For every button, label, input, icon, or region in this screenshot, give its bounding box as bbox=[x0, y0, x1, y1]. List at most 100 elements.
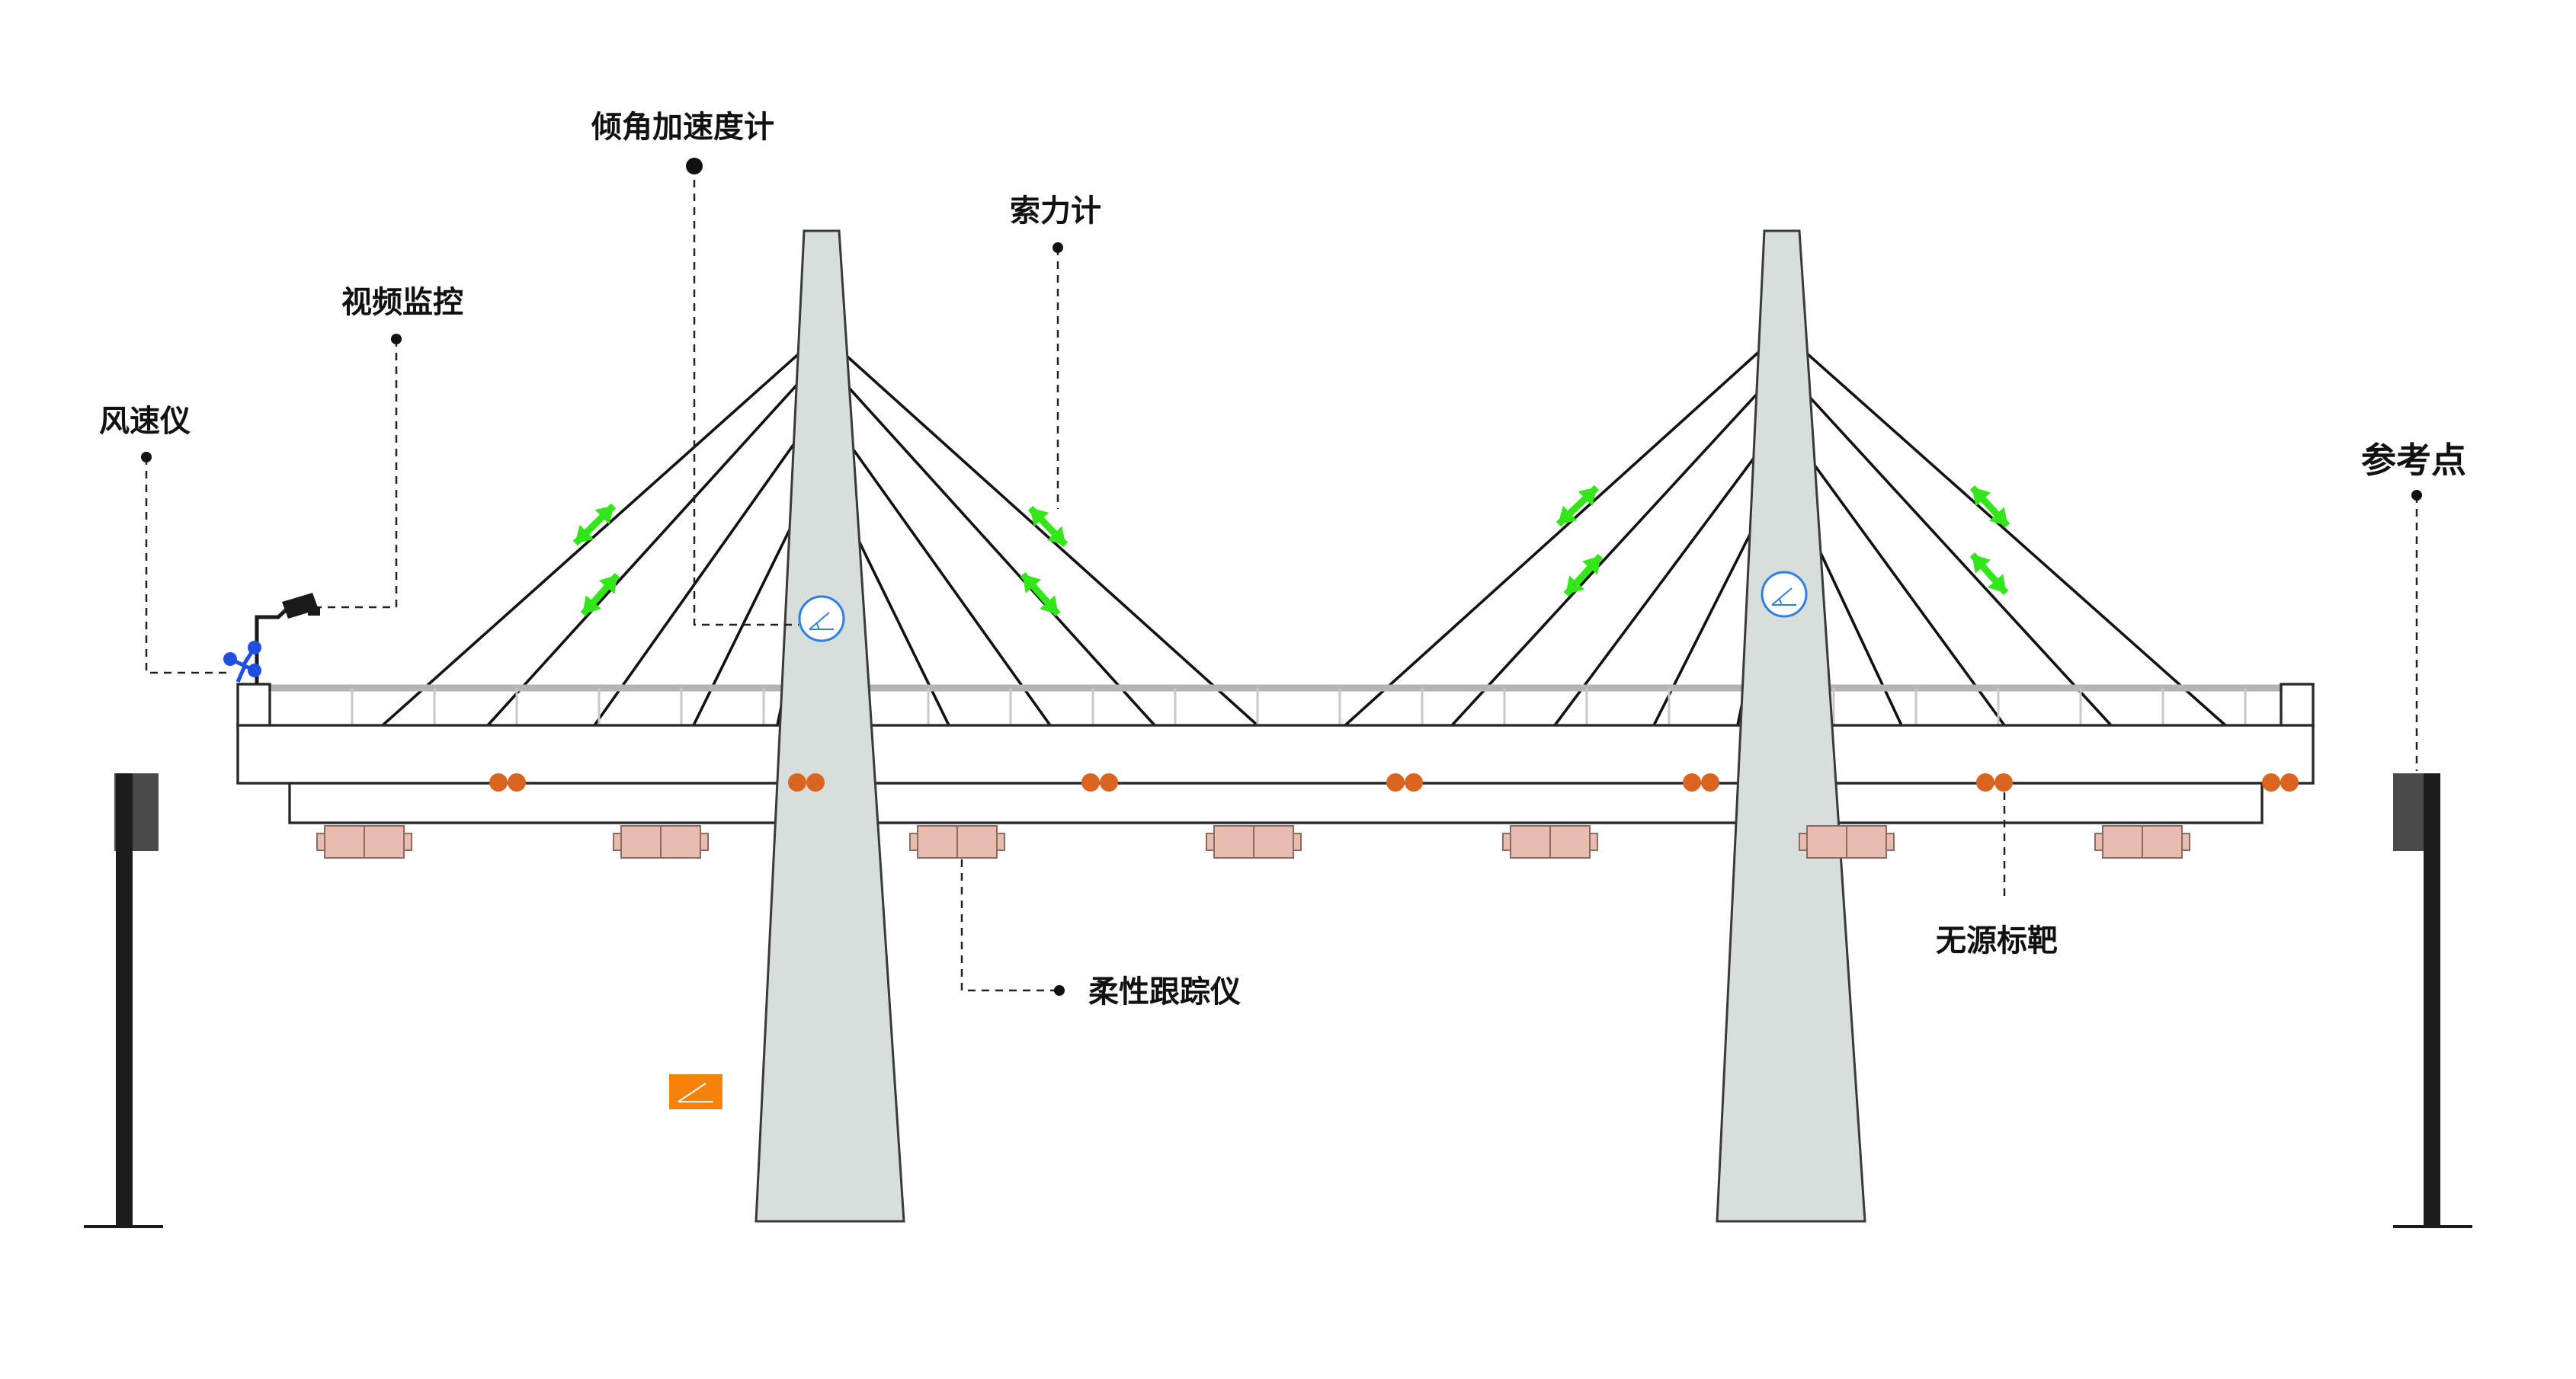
arrow-head bbox=[1022, 574, 1041, 594]
tracker-cap bbox=[613, 833, 622, 851]
label-passive-target: 无源标靶 bbox=[1936, 923, 2058, 958]
cable-force-sensors bbox=[572, 485, 2010, 616]
target-dot bbox=[2280, 773, 2299, 792]
arrow-head bbox=[582, 595, 601, 615]
target-dot bbox=[788, 773, 806, 792]
label-reference: 参考点 bbox=[2361, 440, 2466, 481]
flexible-tracker-icon bbox=[1799, 825, 1895, 859]
passive-target-icon bbox=[1683, 773, 1719, 792]
reference-post-right bbox=[2393, 773, 2472, 1228]
cable-force-sensor-icon bbox=[572, 503, 617, 546]
arrow-head bbox=[1040, 595, 1059, 615]
flexible-tracker-icon bbox=[1206, 825, 1302, 859]
stay-cable bbox=[1450, 370, 1779, 727]
tracker-unit bbox=[1806, 825, 1847, 859]
arrow-head bbox=[1578, 487, 1597, 507]
arrow-head bbox=[1558, 505, 1578, 525]
target-dot bbox=[806, 773, 825, 792]
leader-tracker bbox=[960, 859, 1059, 992]
reference-post-pole bbox=[2424, 773, 2440, 1227]
cable-force-sensor-icon bbox=[1969, 552, 2009, 595]
handrail-posts bbox=[268, 688, 2247, 725]
leader-lines bbox=[141, 158, 2422, 996]
target-dot bbox=[2262, 773, 2280, 792]
arrow-head bbox=[1581, 555, 1601, 575]
tracker-unit bbox=[1253, 825, 1294, 859]
tracker-unit bbox=[917, 825, 958, 859]
target-dot bbox=[1701, 773, 1719, 792]
angle-glyph bbox=[678, 1083, 713, 1102]
flexible-tracker-icon bbox=[613, 825, 709, 859]
leader-dot bbox=[391, 334, 402, 344]
target-dot bbox=[1683, 773, 1701, 792]
tracker-unit bbox=[956, 825, 998, 859]
stay-cable bbox=[825, 336, 1259, 727]
passive-target-icon bbox=[788, 773, 825, 792]
deck-end-block-left bbox=[236, 683, 271, 728]
target-dot bbox=[1976, 773, 1994, 792]
passive-target-icon bbox=[1386, 773, 1423, 792]
arrow-head bbox=[575, 524, 594, 544]
stay-cable bbox=[1344, 334, 1779, 727]
tracker-unit bbox=[324, 825, 365, 859]
target-dot bbox=[1081, 773, 1100, 792]
label-anemometer: 风速仪 bbox=[99, 404, 191, 439]
tracker-unit bbox=[620, 825, 662, 859]
reference-post-left bbox=[84, 773, 163, 1228]
reference-post-pole bbox=[116, 773, 133, 1227]
stay-cable bbox=[381, 336, 819, 727]
arrow-head bbox=[594, 505, 614, 525]
label-cable-force: 索力计 bbox=[1010, 194, 1101, 229]
target-dot bbox=[1386, 773, 1405, 792]
label-inclinometer: 倾角加速度计 bbox=[591, 110, 774, 145]
tracker-cap bbox=[2181, 833, 2190, 851]
stay-cable bbox=[825, 361, 1156, 727]
target-dot bbox=[489, 773, 508, 792]
tracker-unit bbox=[1549, 825, 1591, 859]
tracker-cap bbox=[909, 833, 918, 851]
cable-force-sensor-icon bbox=[1563, 553, 1604, 597]
standalone-inclinometer-icon bbox=[669, 1074, 722, 1109]
cable-force-sensor-icon bbox=[1969, 485, 2010, 529]
leader-anemometer bbox=[145, 457, 230, 674]
tracker-cap bbox=[996, 833, 1005, 851]
target-dot bbox=[1994, 773, 2013, 792]
leader-inclinometer bbox=[693, 166, 799, 626]
anemometer-arms bbox=[229, 646, 257, 683]
tracker-unit bbox=[1213, 825, 1254, 859]
cable-force-sensor-icon bbox=[1020, 572, 1061, 616]
stay-cable bbox=[1553, 425, 1779, 727]
inclinometer-icon bbox=[798, 595, 845, 642]
tower-right bbox=[1716, 229, 1866, 1223]
passive-targets bbox=[489, 773, 2299, 792]
stay-cable bbox=[593, 410, 819, 727]
flexible-tracker-icon bbox=[1502, 825, 1598, 859]
cable-force-sensor-icon bbox=[1556, 485, 1600, 527]
leader-dot bbox=[1054, 985, 1065, 996]
arrow-head bbox=[1030, 507, 1049, 527]
tracker-cap bbox=[1502, 833, 1511, 851]
passive-target-icon bbox=[1081, 773, 1118, 792]
tracker-unit bbox=[2102, 825, 2143, 859]
stay-cable bbox=[486, 361, 819, 727]
arrow-head bbox=[1972, 554, 1991, 574]
tracker-unit bbox=[2142, 825, 2183, 859]
angle-glyph bbox=[809, 612, 834, 630]
arrow-head bbox=[1565, 575, 1585, 595]
main-girder bbox=[236, 724, 2315, 785]
tracker-cap bbox=[403, 833, 412, 851]
tracker-cap bbox=[1799, 833, 1808, 851]
arrow-head bbox=[1046, 526, 1066, 546]
tracker-cap bbox=[700, 833, 709, 851]
tracker-cap bbox=[2094, 833, 2103, 851]
arrow-head bbox=[599, 574, 618, 594]
stay-cables bbox=[381, 334, 2227, 727]
inclinometer-icon bbox=[1761, 571, 1808, 618]
camera-lens bbox=[308, 606, 320, 616]
cable-force-sensor-icon bbox=[580, 573, 620, 616]
target-dot bbox=[1405, 773, 1423, 792]
leader-dot bbox=[141, 452, 152, 462]
bridge-deck bbox=[236, 683, 2315, 824]
